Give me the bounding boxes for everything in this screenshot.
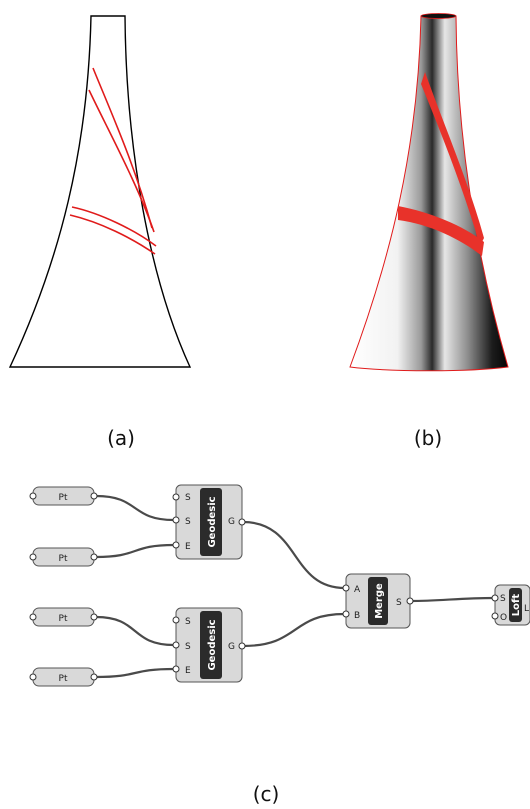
merge-component[interactable]: Merge A B S — [342, 573, 414, 629]
input-label: S — [185, 617, 191, 627]
caption-b: (b) — [413, 426, 443, 450]
geodesic-title: Geodesic — [207, 496, 218, 547]
input-label: S — [185, 493, 191, 503]
point-param-2[interactable]: Pt — [29, 547, 98, 567]
point-param-4[interactable]: Pt — [29, 667, 98, 687]
rendered-view — [349, 13, 509, 372]
wire-geodesic1-merge — [242, 520, 346, 590]
input-label: S — [185, 517, 191, 527]
surface-outline — [8, 15, 192, 368]
node-graph[interactable]: Pt Pt Pt Pt Geodesic S S E G Geodesic S … — [0, 470, 530, 770]
wire-pt4-geodesic2 — [95, 667, 175, 679]
point-param-label: Pt — [59, 614, 68, 624]
output-label: G — [228, 642, 235, 652]
merge-title: Merge — [374, 583, 385, 619]
geodesic-curve-1 — [92, 67, 153, 229]
point-param-label: Pt — [59, 554, 68, 564]
wire-merge-loft — [409, 596, 495, 603]
wires — [95, 494, 495, 679]
output-label: S — [396, 598, 402, 608]
point-param-label: Pt — [59, 674, 68, 684]
wire-pt1-geodesic1 — [95, 494, 175, 522]
surface-top-rim — [420, 13, 457, 19]
point-param-label: Pt — [59, 493, 68, 503]
point-param-1[interactable]: Pt — [29, 486, 98, 506]
input-label: E — [185, 666, 191, 676]
geodesic-curve-4 — [69, 214, 156, 255]
geodesic-component-1[interactable]: Geodesic S S E G — [172, 484, 246, 560]
geodesic-component-2[interactable]: Geodesic S S E G — [172, 607, 246, 683]
caption-c: (c) — [252, 782, 280, 806]
input-label: B — [354, 611, 360, 621]
input-label: O — [500, 613, 507, 623]
output-label: G — [228, 517, 235, 527]
geodesic-curve-3 — [71, 206, 157, 247]
loft-title: Loft — [511, 594, 522, 617]
lofted-surface — [349, 15, 509, 372]
wire-pt2-geodesic1 — [95, 543, 175, 559]
output-label: L — [524, 604, 529, 614]
geodesic-curves — [69, 67, 157, 255]
input-label: S — [500, 594, 506, 604]
wireframe-view — [8, 15, 192, 368]
geodesic-curve-2 — [88, 89, 155, 233]
wire-geodesic2-merge — [242, 612, 346, 648]
geodesic-title: Geodesic — [207, 619, 218, 670]
input-label: E — [185, 542, 191, 552]
input-label: S — [185, 642, 191, 652]
surface-strip-2 — [398, 206, 484, 256]
point-param-3[interactable]: Pt — [29, 607, 98, 627]
input-label: A — [354, 585, 361, 595]
loft-component[interactable]: Loft S O L — [491, 584, 530, 626]
caption-a: (a) — [107, 426, 135, 450]
surface-strip-1 — [421, 72, 484, 246]
wire-pt3-geodesic2 — [95, 615, 175, 647]
